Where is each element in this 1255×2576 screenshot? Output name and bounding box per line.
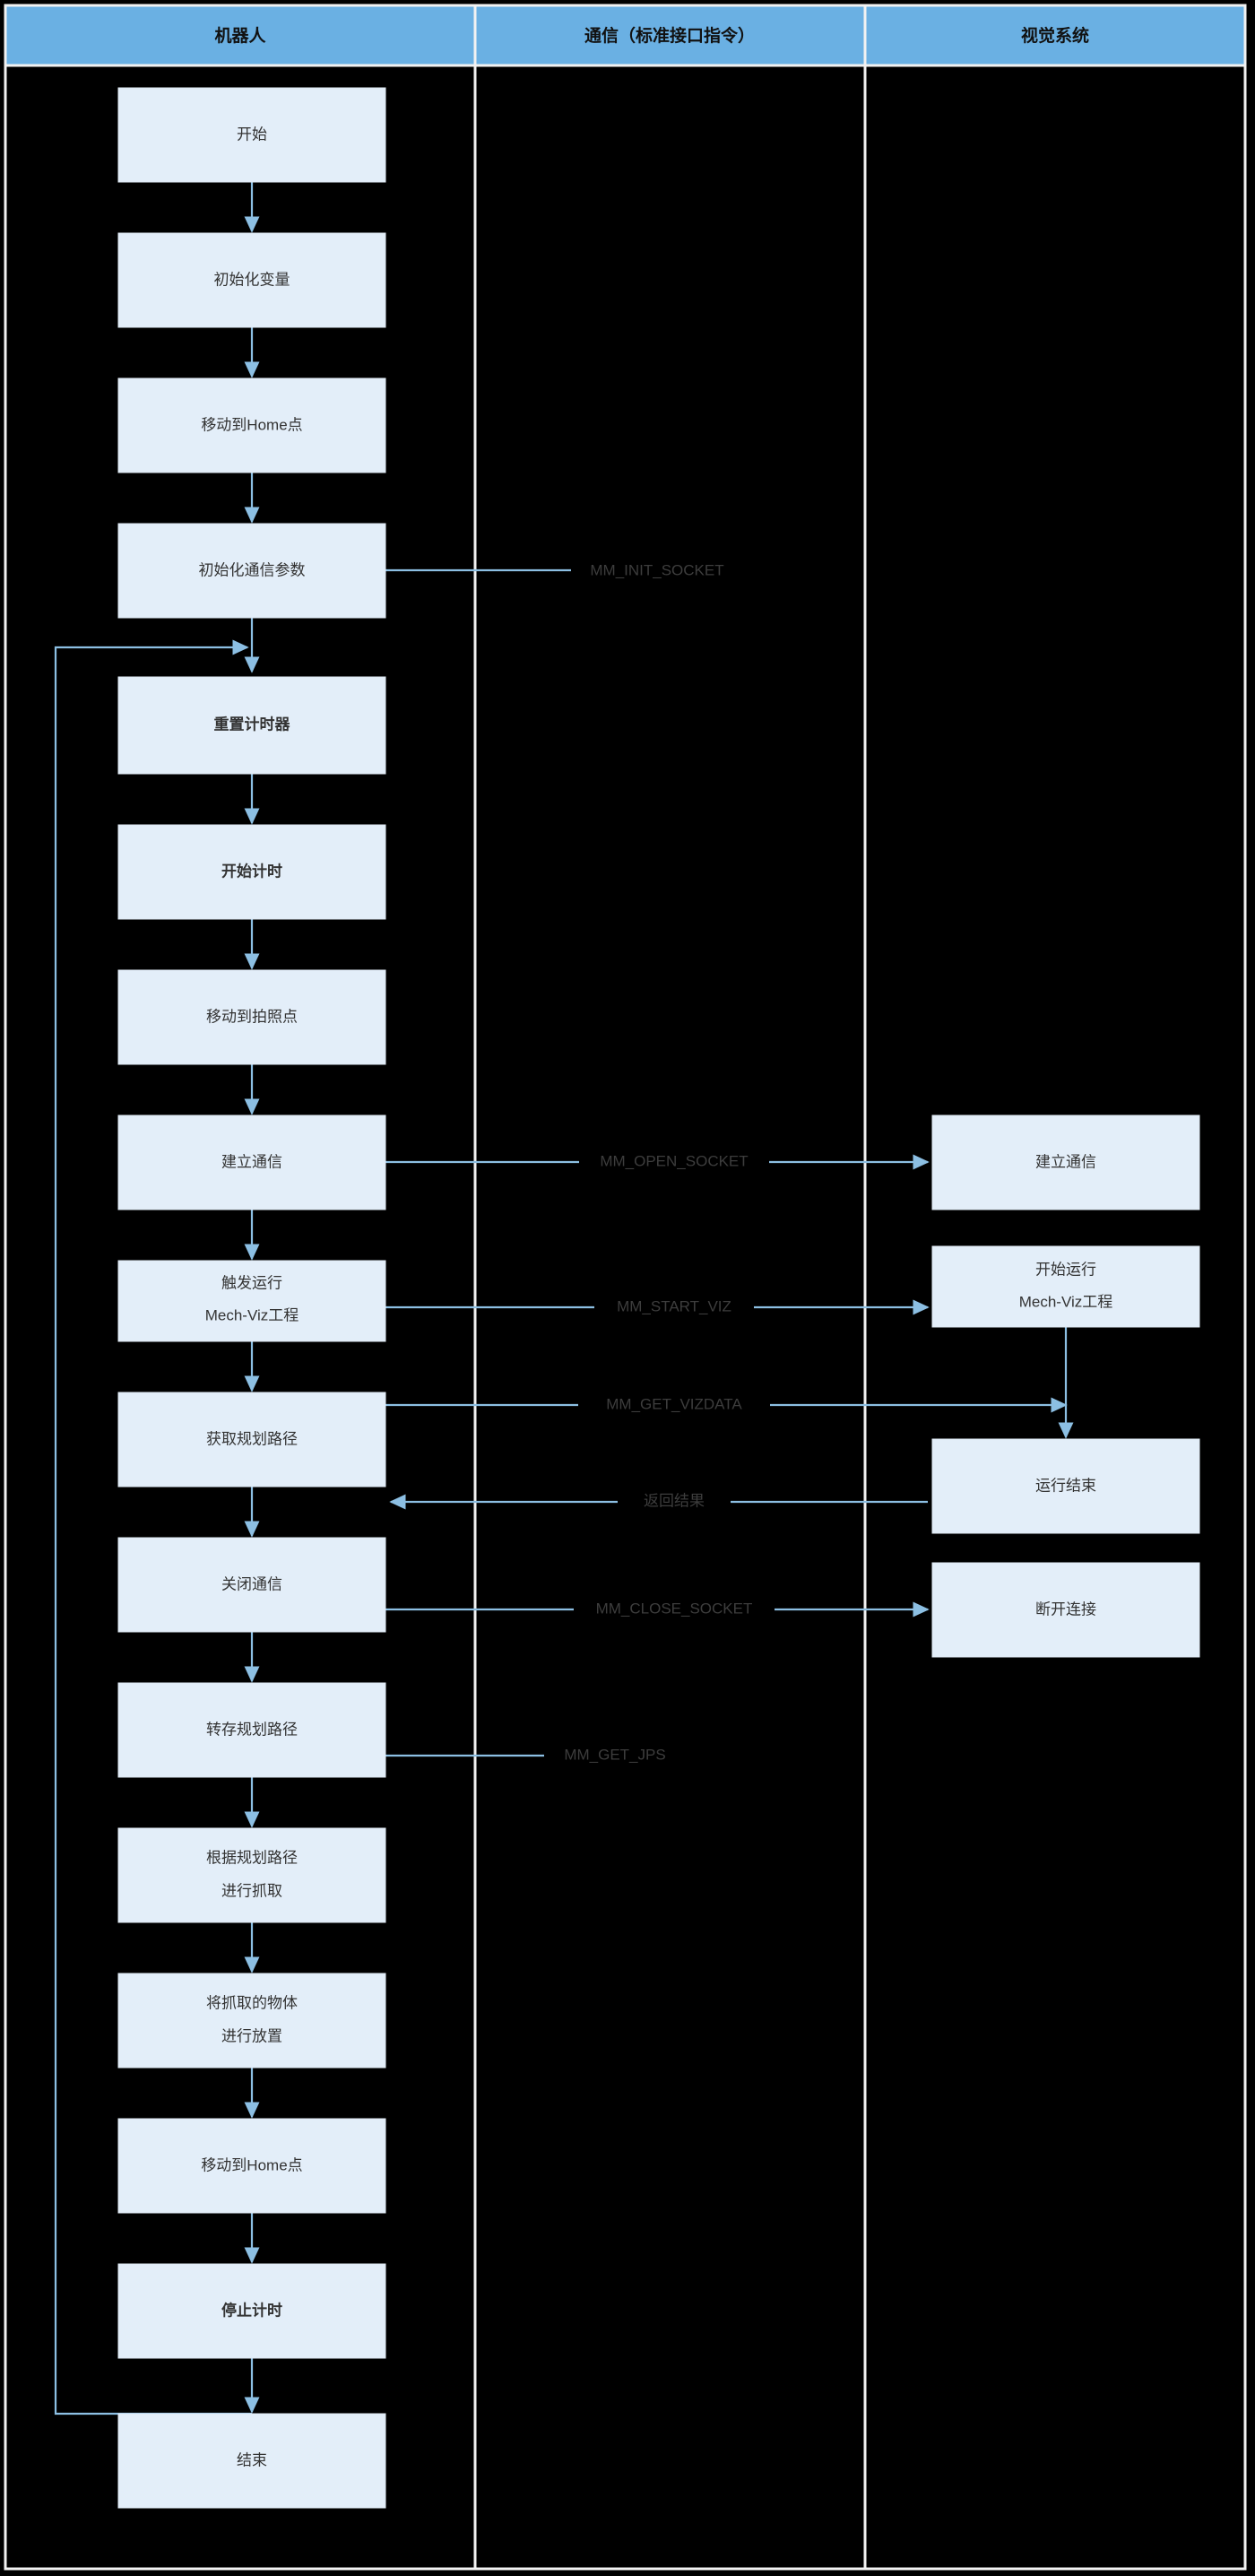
robot-lane-nodes: 开始 初始化变量 移动到Home点 初始化通信参数 重置计时器 开始计时: [117, 87, 386, 2509]
msg-return-backing: [618, 1488, 731, 1514]
node-move-photo-box[interactable]: [117, 969, 386, 1065]
node-save-path-label: 转存规划路径: [206, 1721, 298, 1738]
node-v-open-comm[interactable]: 建立通信: [931, 1115, 1200, 1210]
msg-start-viz-label: MM_START_VIZ: [617, 1297, 731, 1314]
node-open-comm-box[interactable]: [117, 1115, 386, 1210]
node-move-photo-label: 移动到拍照点: [206, 1008, 298, 1025]
node-start-timer[interactable]: 开始计时: [117, 824, 386, 920]
msg-close-socket-backing: [574, 1596, 775, 1622]
node-pick-label-2: 进行抓取: [221, 1882, 282, 1899]
node-v-disconnect[interactable]: 断开连接: [931, 1562, 1200, 1658]
msg-close-socket-label: MM_CLOSE_SOCKET: [596, 1600, 753, 1617]
msg-get-vizdata-backing: [578, 1392, 770, 1418]
node-v-open-comm-label: 建立通信: [1035, 1153, 1096, 1170]
node-place[interactable]: 将抓取的物体 进行放置: [117, 1973, 386, 2069]
node-end-label: 结束: [237, 2451, 267, 2468]
node-get-path[interactable]: 获取规划路径: [117, 1392, 386, 1487]
node-close-comm[interactable]: 关闭通信: [117, 1537, 386, 1633]
node-reset-timer-box[interactable]: [117, 676, 386, 775]
node-v-open-comm-box[interactable]: [931, 1115, 1200, 1210]
node-v-run-end-box[interactable]: [931, 1438, 1200, 1534]
node-home-2-label: 移动到Home点: [201, 2156, 302, 2173]
node-trigger-viz-box[interactable]: [117, 1260, 386, 1342]
node-v-start-viz[interactable]: 开始运行 Mech-Viz工程: [931, 1245, 1200, 1328]
node-stop-timer[interactable]: 停止计时: [117, 2263, 386, 2359]
lane-title-comm: 通信（标准接口指令）: [584, 25, 755, 46]
msg-close-socket: MM_CLOSE_SOCKET: [574, 1596, 775, 1622]
node-stop-timer-box[interactable]: [117, 2263, 386, 2359]
node-place-label-1: 将抓取的物体: [206, 1994, 298, 2011]
node-start-label: 开始: [237, 126, 267, 143]
node-pick[interactable]: 根据规划路径 进行抓取: [117, 1827, 386, 1923]
lane-header-vision: [863, 4, 1247, 67]
node-reset-timer[interactable]: 重置计时器: [117, 676, 386, 775]
node-close-comm-box[interactable]: [117, 1537, 386, 1633]
msg-get-jps-label: MM_GET_JPS: [564, 1746, 665, 1763]
node-place-label-2: 进行放置: [221, 2027, 282, 2044]
msg-start-viz: MM_START_VIZ: [594, 1294, 754, 1320]
msg-init-socket-label: MM_INIT_SOCKET: [590, 561, 723, 578]
node-v-start-viz-box[interactable]: [931, 1245, 1200, 1328]
lane-title-robot: 机器人: [214, 26, 266, 46]
node-save-path[interactable]: 转存规划路径: [117, 1682, 386, 1778]
node-start-timer-label: 开始计时: [221, 862, 282, 880]
node-save-path-box[interactable]: [117, 1682, 386, 1778]
node-reset-timer-label: 重置计时器: [214, 715, 291, 733]
msg-start-viz-backing: [594, 1294, 754, 1320]
node-home-1-label: 移动到Home点: [201, 416, 302, 433]
msg-get-jps: MM_GET_JPS: [544, 1742, 686, 1768]
node-init-comm[interactable]: 初始化通信参数: [117, 523, 386, 619]
node-start[interactable]: 开始: [117, 87, 386, 183]
node-home-2-box[interactable]: [117, 2118, 386, 2214]
node-v-start-viz-label-2: Mech-Viz工程: [1019, 1293, 1113, 1310]
node-place-box[interactable]: [117, 1973, 386, 2069]
lane-header-robot: [4, 4, 477, 67]
node-open-comm-label: 建立通信: [221, 1153, 282, 1170]
node-init-comm-label: 初始化通信参数: [199, 561, 306, 578]
node-trigger-viz[interactable]: 触发运行 Mech-Viz工程: [117, 1260, 386, 1342]
node-trigger-viz-label-1: 触发运行: [221, 1274, 282, 1291]
node-init-var[interactable]: 初始化变量: [117, 232, 386, 328]
swimlane-frame: 机器人 通信（标准接口指令） 视觉系统: [4, 4, 1247, 2571]
node-trigger-viz-label-2: Mech-Viz工程: [205, 1306, 299, 1323]
msg-open-socket-backing: [579, 1149, 769, 1175]
node-end[interactable]: 结束: [117, 2413, 386, 2509]
node-init-var-label: 初始化变量: [214, 271, 290, 288]
msg-return: 返回结果: [618, 1488, 731, 1514]
node-end-box[interactable]: [117, 2413, 386, 2509]
node-get-path-label: 获取规划路径: [206, 1430, 298, 1447]
node-v-disconnect-label: 断开连接: [1035, 1600, 1096, 1618]
msg-get-jps-backing: [544, 1742, 686, 1768]
node-v-disconnect-box[interactable]: [931, 1562, 1200, 1658]
node-v-start-viz-label-1: 开始运行: [1035, 1261, 1096, 1278]
node-init-var-box[interactable]: [117, 232, 386, 328]
node-start-timer-box[interactable]: [117, 824, 386, 920]
msg-open-socket: MM_OPEN_SOCKET: [579, 1149, 769, 1175]
node-start-box[interactable]: [117, 87, 386, 183]
node-v-run-end[interactable]: 运行结束: [931, 1438, 1200, 1534]
node-home-2[interactable]: 移动到Home点: [117, 2118, 386, 2214]
node-v-run-end-label: 运行结束: [1035, 1477, 1096, 1494]
message-labels: MM_INIT_SOCKET MM_OPEN_SOCKET MM_START_V…: [544, 558, 775, 1768]
msg-init-socket-backing: [571, 558, 743, 584]
node-move-photo[interactable]: 移动到拍照点: [117, 969, 386, 1065]
node-pick-label-1: 根据规划路径: [206, 1849, 298, 1866]
msg-get-vizdata: MM_GET_VIZDATA: [578, 1392, 770, 1418]
node-home-1-box[interactable]: [117, 377, 386, 473]
lane-header-comm: [473, 4, 867, 67]
node-open-comm[interactable]: 建立通信: [117, 1115, 386, 1210]
node-close-comm-label: 关闭通信: [221, 1575, 282, 1592]
node-home-1[interactable]: 移动到Home点: [117, 377, 386, 473]
msg-open-socket-label: MM_OPEN_SOCKET: [600, 1152, 748, 1169]
vision-lane-nodes: 建立通信 开始运行 Mech-Viz工程 运行结束 断开连接: [931, 1115, 1200, 1658]
node-pick-box[interactable]: [117, 1827, 386, 1923]
msg-init-socket: MM_INIT_SOCKET: [571, 558, 743, 584]
node-init-comm-box[interactable]: [117, 523, 386, 619]
node-stop-timer-label: 停止计时: [221, 2301, 282, 2319]
node-get-path-box[interactable]: [117, 1392, 386, 1487]
lane-title-vision: 视觉系统: [1021, 25, 1089, 46]
msg-return-label: 返回结果: [644, 1492, 705, 1509]
msg-get-vizdata-label: MM_GET_VIZDATA: [606, 1395, 742, 1412]
